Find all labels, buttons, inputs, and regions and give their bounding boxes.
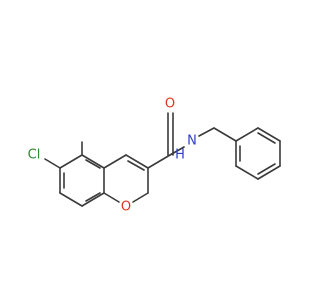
bond-c4a-c4 — [103, 154, 127, 169]
bond-ring1 — [59, 154, 83, 169]
bond-o1-c8a — [103, 192, 120, 203]
structure-diagram: Cl O N H O — [28, 97, 281, 215]
bond-ch2-phenyl — [213, 127, 237, 142]
amide-hydrogen-label: H — [175, 148, 185, 163]
bond-c-cl — [44, 158, 61, 169]
bond-ring3 — [59, 192, 83, 207]
carbonyl-oxygen-label: O — [165, 97, 175, 112]
pyran-ring — [103, 154, 149, 203]
ring-oxygen-label: O — [121, 200, 131, 215]
amide-nitrogen-label: N — [187, 134, 197, 149]
phenyl-bond-2 — [257, 127, 281, 142]
phenyl-bond-4 — [257, 165, 281, 180]
phenyl-bond-5 — [235, 165, 259, 180]
bond-c3-ccarbonyl — [147, 154, 171, 169]
bond-c4-c3 — [125, 154, 149, 169]
phenyl-bond-1 — [235, 127, 259, 142]
bond-c2-o1 — [132, 192, 149, 203]
phenyl-double-3 — [257, 163, 276, 175]
bond-n-ch2 — [198, 127, 215, 137]
chromene-benzene-ring — [59, 141, 105, 207]
double-bond-inner-2 — [85, 192, 101, 202]
bond-ring4 — [81, 192, 105, 207]
phenyl-double-1 — [257, 132, 276, 144]
double-bond-inner-3 — [85, 159, 101, 169]
atom-labels: Cl O N H O — [28, 97, 197, 215]
carboxamide-group — [147, 112, 237, 169]
bond-ring6 — [81, 154, 105, 169]
bond-carbonyl-n — [169, 146, 185, 156]
double-bond-c4-c3-inner — [127, 160, 145, 171]
chlorine-label: Cl — [28, 148, 41, 163]
phenyl-ring — [235, 127, 281, 180]
